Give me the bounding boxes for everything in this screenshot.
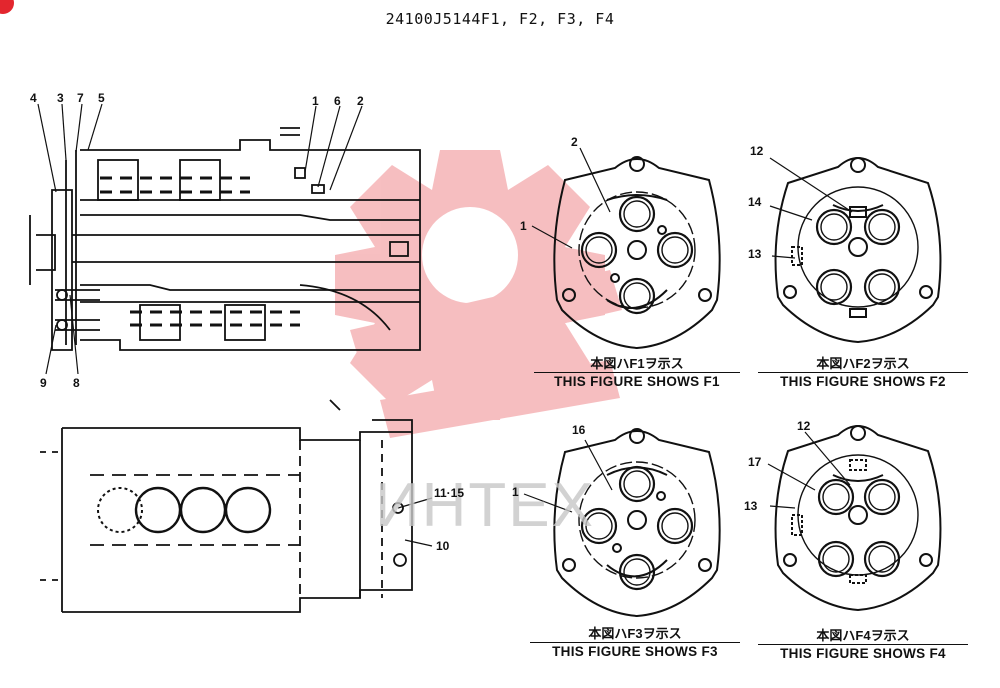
f2-callout-13: 13	[748, 247, 762, 261]
callout-5: 5	[98, 91, 105, 105]
corner-badge	[0, 0, 14, 14]
caption-f3-en: THIS FIGURE SHOWS F3	[530, 642, 740, 660]
caption-f3: 本図ハF3ヲ示ス THIS FIGURE SHOWS F3	[530, 626, 740, 660]
f2-callout-12: 12	[750, 144, 764, 158]
caption-f4: 本図ハF4ヲ示ス THIS FIGURE SHOWS F4	[758, 628, 968, 662]
caption-f3-jp: 本図ハF3ヲ示ス	[588, 626, 682, 641]
callout-6: 6	[334, 94, 341, 108]
caption-f4-jp: 本図ハF4ヲ示ス	[816, 628, 910, 643]
callout-2: 2	[357, 94, 364, 108]
watermark-text: ИНТЕХ	[375, 471, 595, 540]
f1-flange-view	[553, 156, 721, 350]
callout-3: 3	[57, 91, 64, 105]
f3-callout-1: 1	[512, 485, 519, 499]
plan-view-leaders	[397, 497, 433, 547]
side-section-view	[29, 127, 421, 351]
f2-callout-14: 14	[748, 195, 762, 209]
caption-f2-en: THIS FIGURE SHOWS F2	[758, 372, 968, 390]
caption-f1-en: THIS FIGURE SHOWS F1	[534, 372, 740, 390]
caption-f2-jp: 本図ハF2ヲ示ス	[816, 356, 910, 371]
callout-9: 9	[40, 376, 47, 390]
f4-callout-13: 13	[744, 499, 758, 513]
callout-4: 4	[30, 91, 37, 105]
drawing-title: 24100J5144F1, F2, F3, F4	[385, 10, 615, 28]
f3-callout-16: 16	[572, 423, 586, 437]
caption-f1: 本図ハF1ヲ示ス THIS FIGURE SHOWS F1	[534, 356, 740, 390]
f1-leaders	[531, 147, 611, 249]
f4-callout-17: 17	[748, 455, 762, 469]
caption-f4-en: THIS FIGURE SHOWS F4	[758, 644, 968, 662]
f1-callout-1: 1	[520, 219, 527, 233]
f2-flange-view	[774, 157, 942, 344]
f4-callout-12: 12	[797, 419, 811, 433]
callout-11-15: 11·15	[434, 486, 465, 500]
f2-leaders	[769, 157, 853, 259]
plan-view	[40, 399, 413, 613]
f4-leaders	[767, 431, 851, 509]
callout-1: 1	[312, 94, 319, 108]
side-view-leaders	[37, 103, 363, 375]
callout-7: 7	[77, 91, 84, 105]
caption-f1-jp: 本図ハF1ヲ示ス	[590, 356, 684, 371]
callout-8: 8	[73, 376, 80, 390]
f3-flange-view	[553, 428, 721, 618]
f4-flange-view	[774, 425, 942, 612]
watermark-gear-logo	[335, 150, 622, 438]
f1-callout-2: 2	[571, 135, 578, 149]
caption-f2: 本図ハF2ヲ示ス THIS FIGURE SHOWS F2	[758, 356, 968, 390]
f3-leaders	[523, 439, 613, 513]
callout-10: 10	[436, 539, 450, 553]
